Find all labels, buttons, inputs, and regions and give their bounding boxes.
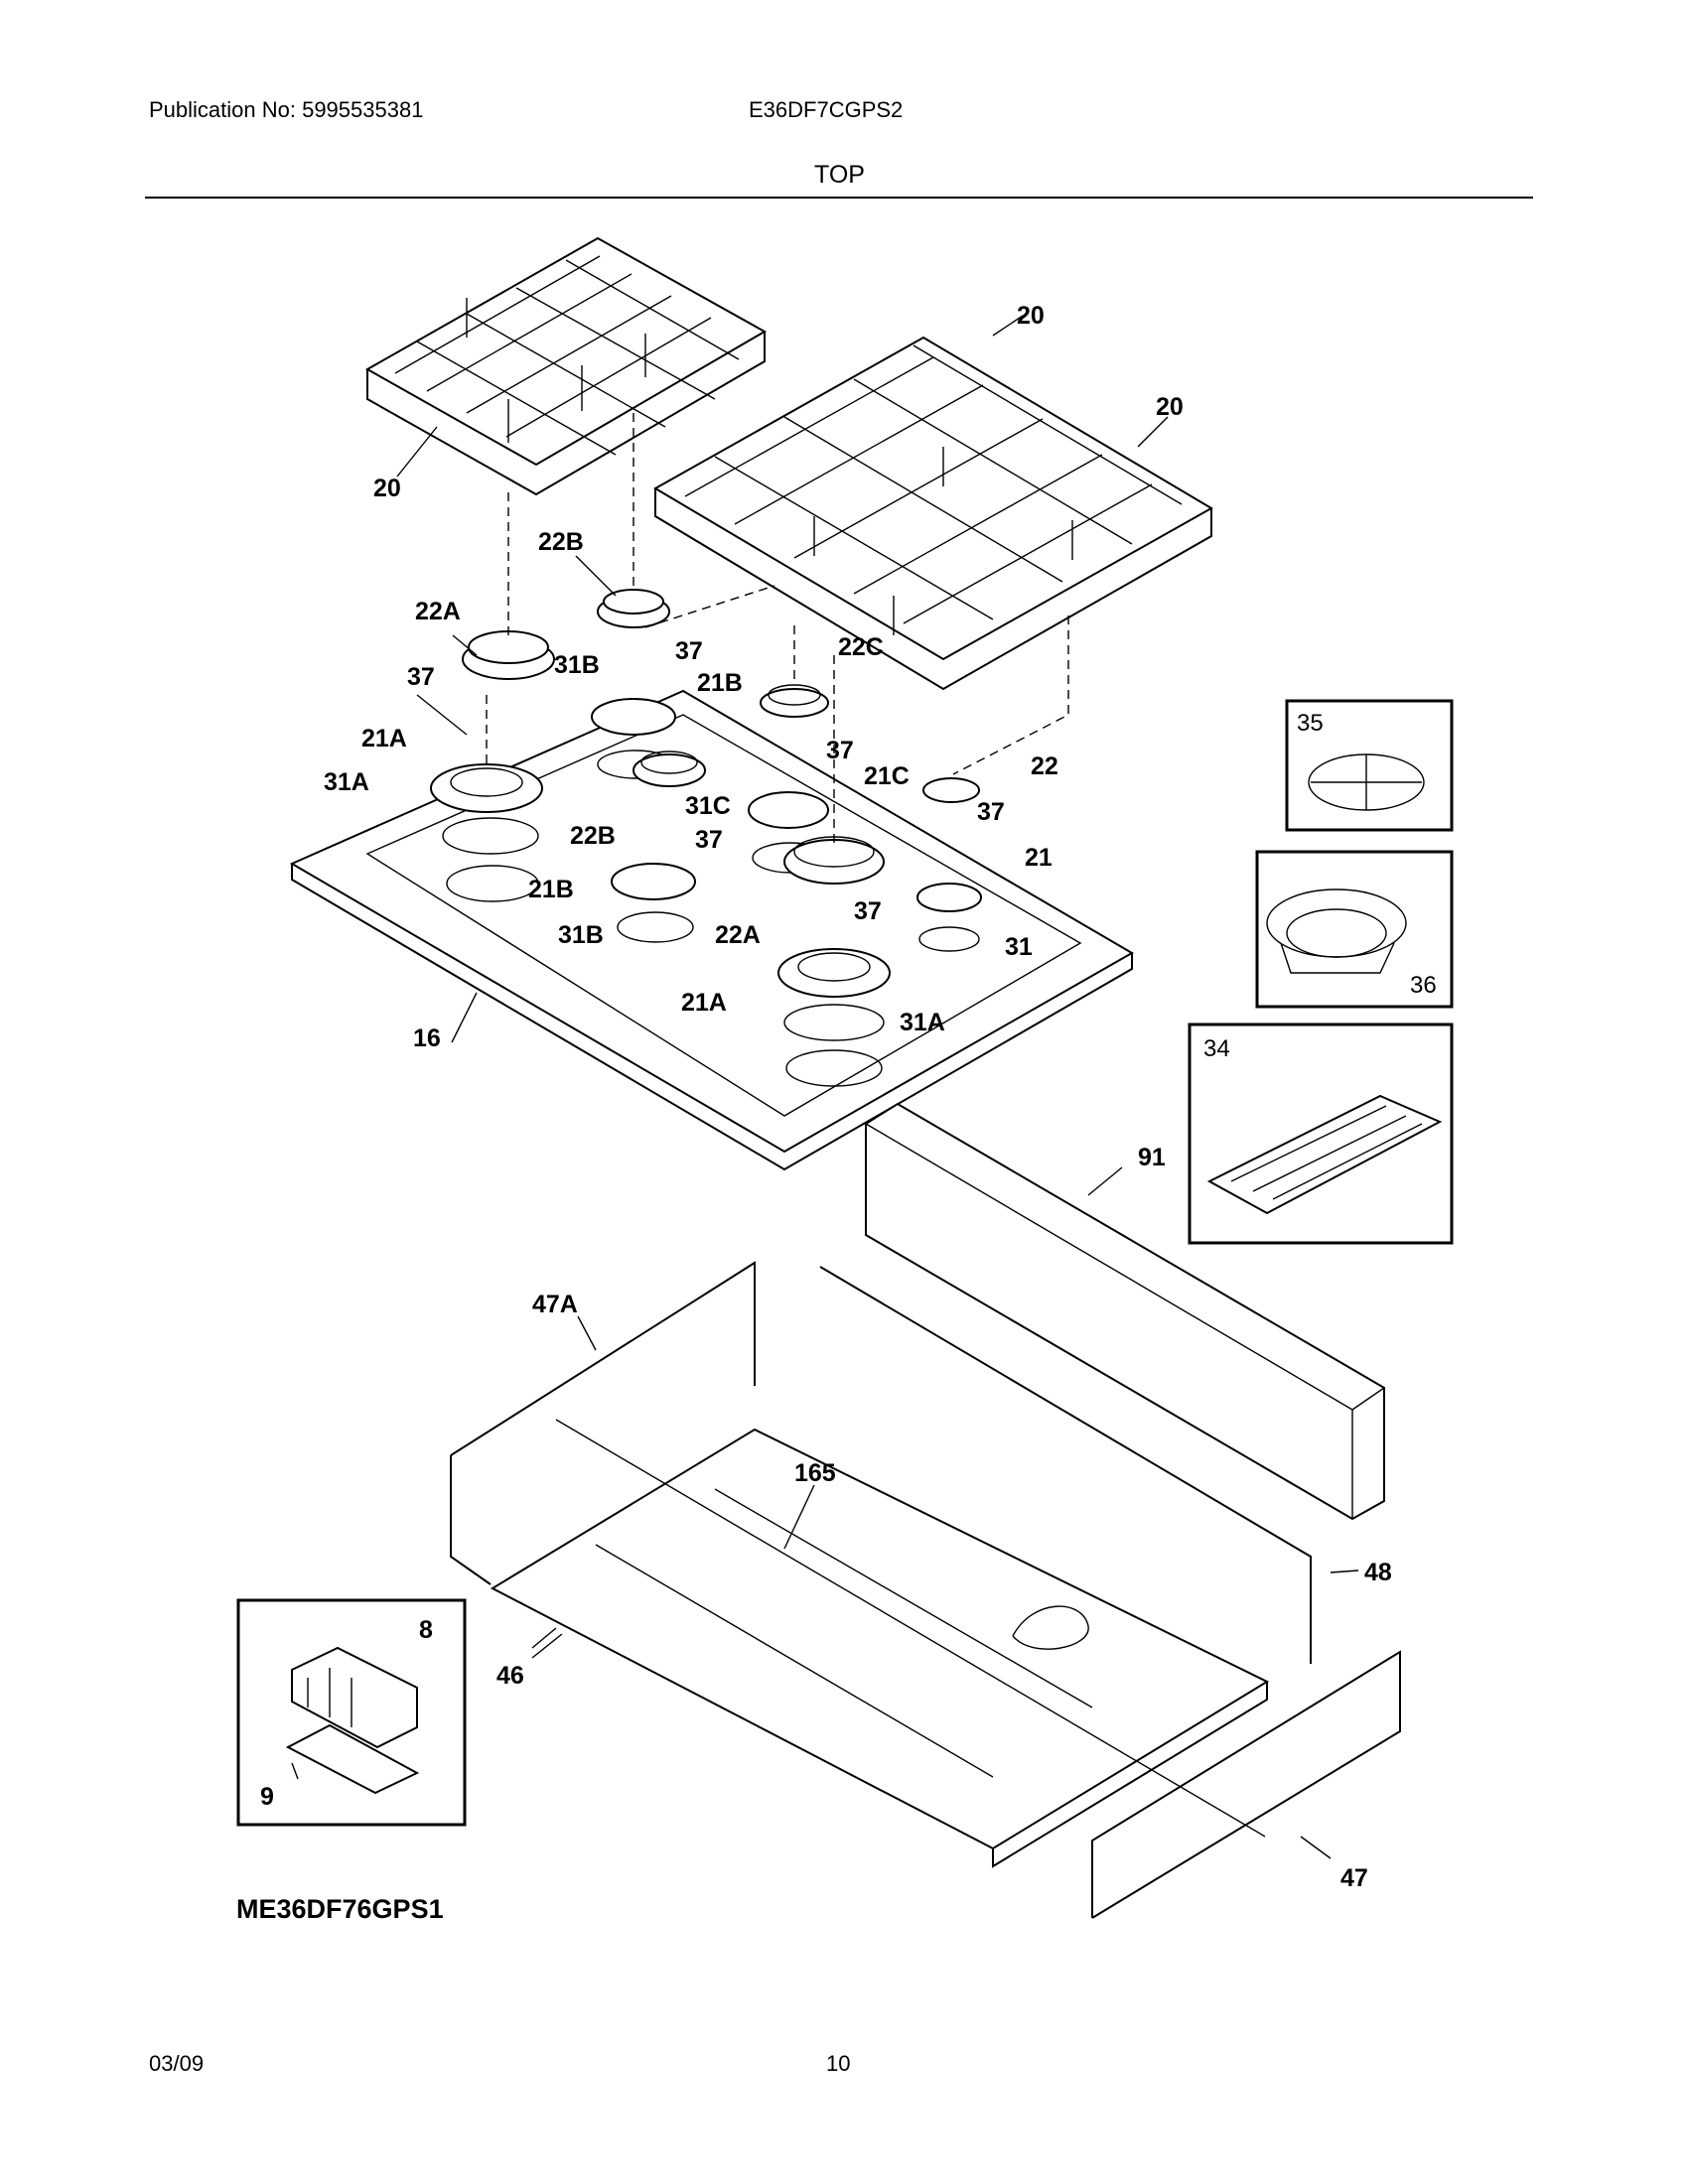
callout-21c: 21C (864, 762, 910, 790)
backguard (865, 1102, 1385, 1521)
callout-31a-a: 31A (324, 768, 369, 796)
inset-box-switch (236, 1598, 467, 1827)
callout-37-f: 37 (977, 798, 1005, 826)
callout-22c: 22C (838, 633, 884, 661)
callout-37-b: 37 (675, 637, 703, 665)
callout-46: 46 (496, 1662, 524, 1690)
accessory-box-35 (1285, 699, 1454, 832)
publication-number: Publication No: 5995535381 (149, 97, 424, 122)
callout-21: 21 (1025, 844, 1053, 872)
callout-37-d: 37 (695, 826, 723, 854)
callout-37-a: 37 (407, 663, 435, 691)
callout-165: 165 (794, 1459, 836, 1487)
callout-31c: 31C (685, 792, 731, 820)
callout-21b-a: 21B (697, 669, 743, 697)
callout-47: 47 (1340, 1864, 1368, 1892)
footer-date: 03/09 (149, 2051, 205, 2076)
callout-48: 48 (1364, 1559, 1392, 1586)
leader-lines (291, 315, 1359, 1859)
callout-21a-a: 21A (361, 725, 407, 752)
callout-47a: 47A (532, 1291, 578, 1318)
callout-91: 91 (1138, 1144, 1166, 1171)
cooktop-top-panel (289, 689, 1134, 1171)
section-title: TOP (814, 161, 865, 189)
callout-31: 31 (1005, 933, 1033, 961)
callout-35: 35 (1297, 710, 1324, 737)
callout-22: 22 (1031, 752, 1058, 780)
header-rule (145, 197, 1533, 199)
model-number: E36DF7CGPS2 (749, 97, 904, 122)
callout-31b-b: 31B (558, 921, 604, 949)
callout-20-b: 20 (1017, 302, 1045, 330)
callout-20-a: 20 (373, 475, 401, 502)
callout-22b-b: 22B (570, 822, 616, 850)
callout-labels: 20 20 20 22B 22A 37 31B 21B 22C 37 21A 3… (236, 302, 1437, 1924)
diagram-code: ME36DF76GPS1 (236, 1894, 444, 1924)
grate-left (364, 236, 768, 496)
callout-34: 34 (1203, 1035, 1230, 1062)
callout-31a-b: 31A (900, 1009, 945, 1036)
accessory-box-36 (1255, 850, 1454, 1009)
callout-22b-a: 22B (538, 528, 584, 556)
callout-21a-b: 21A (681, 989, 727, 1017)
burner-heads (430, 589, 982, 1087)
callout-37-e: 37 (854, 897, 882, 925)
callout-31b-a: 31B (554, 651, 600, 679)
page-number: 10 (826, 2051, 851, 2076)
callout-22a-b: 22A (715, 921, 761, 949)
callout-21b-b: 21B (528, 876, 574, 903)
callout-22a-a: 22A (415, 598, 461, 625)
callout-9: 9 (260, 1783, 274, 1811)
callout-36: 36 (1410, 972, 1437, 999)
callout-20-c: 20 (1156, 393, 1184, 421)
guide-lines (486, 413, 1069, 844)
callout-16: 16 (413, 1024, 441, 1052)
callout-8: 8 (419, 1616, 433, 1644)
grate-right (653, 336, 1213, 691)
accessory-box-34 (1188, 1023, 1454, 1245)
callout-37-c: 37 (826, 737, 854, 764)
lower-chassis (450, 1261, 1401, 1919)
